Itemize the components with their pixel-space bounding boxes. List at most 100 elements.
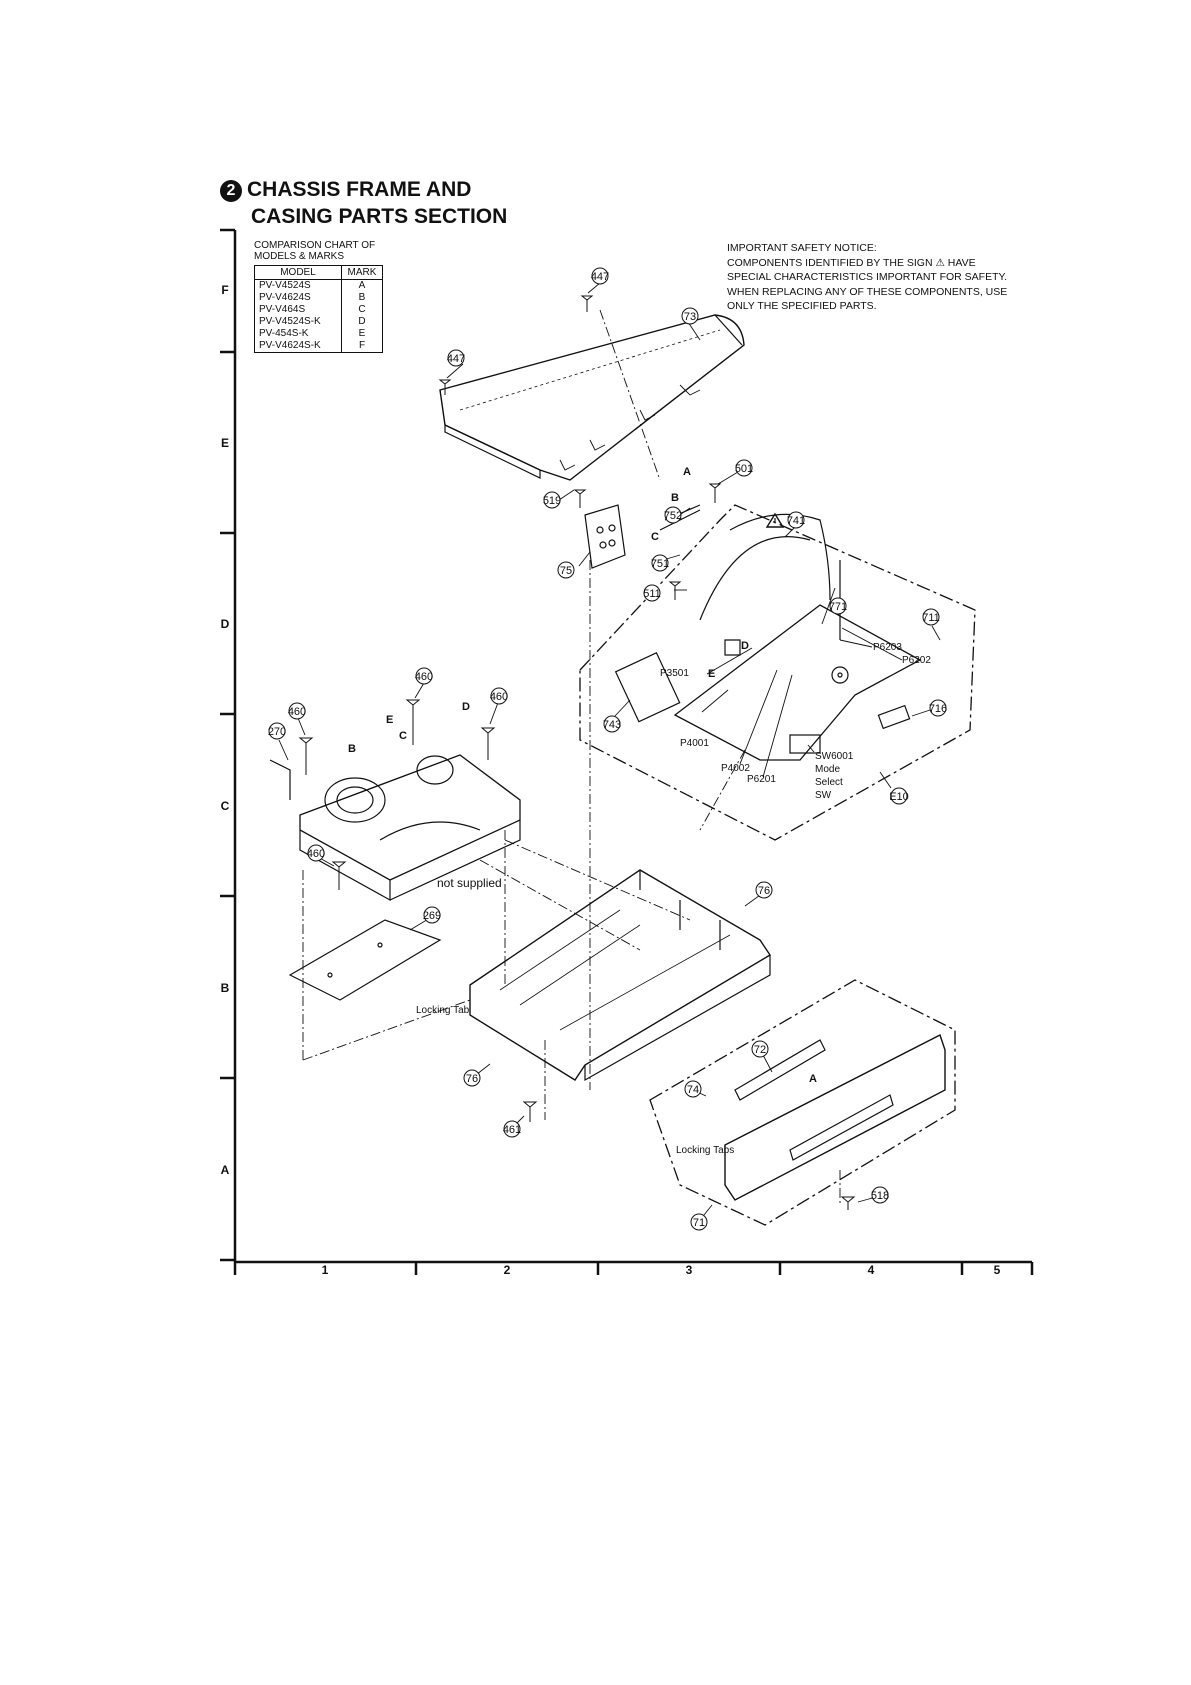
mark-label: B — [348, 743, 356, 755]
grid-column-label: 2 — [504, 1263, 511, 1277]
grid-frame — [220, 228, 1034, 1275]
main-board-outline — [579, 504, 976, 841]
part-callouts: 447 73 447 519 75 501 752 741 751 511 77… — [268, 267, 947, 1231]
part-callout: 270 — [268, 722, 286, 740]
part-callout: 73 — [681, 307, 699, 325]
mark-label: C — [399, 730, 407, 742]
grid-row-label: F — [221, 283, 228, 297]
mark-label: A — [683, 466, 691, 478]
part-callout: 269 — [423, 906, 441, 924]
top-cover-part — [439, 314, 745, 481]
part-callout: 461 — [503, 1120, 521, 1138]
switch-label: SW — [815, 790, 832, 801]
svg-text:711: 711 — [922, 612, 940, 624]
mark-cell: E — [341, 328, 383, 340]
svg-text:76: 76 — [758, 885, 770, 897]
screws — [298, 295, 856, 1210]
part-callout: 501 — [735, 459, 753, 477]
grid-row-label: D — [221, 617, 230, 631]
mark-cell: B — [341, 292, 383, 304]
front-panel-part — [724, 1034, 946, 1201]
model-cell: PV-V4524S — [254, 279, 342, 292]
comparison-heading-2: MODELS & MARKS — [254, 251, 345, 262]
mark-label: D — [741, 640, 749, 652]
svg-text:511: 511 — [643, 588, 661, 600]
svg-text:460: 460 — [490, 691, 508, 703]
mark-cell: C — [341, 304, 383, 316]
svg-text:71: 71 — [693, 1217, 705, 1229]
switch-label: Select — [815, 777, 843, 788]
part-callout: 460 — [288, 702, 306, 720]
grid-column-label: 5 — [994, 1263, 1001, 1277]
part-callout: 460 — [307, 844, 325, 862]
svg-text:72: 72 — [754, 1044, 766, 1056]
part-callout: 741 — [787, 511, 805, 529]
svg-text:75: 75 — [560, 565, 572, 577]
comparison-chart: COMPARISON CHART OF MODELS & MARKS MODEL… — [254, 240, 383, 353]
part-callout: 771 — [829, 597, 847, 615]
svg-text:501: 501 — [735, 463, 753, 475]
part-callout: E10 — [889, 787, 909, 805]
svg-text:76: 76 — [466, 1073, 478, 1085]
svg-text:716: 716 — [929, 703, 947, 715]
bracket-part — [584, 504, 626, 569]
svg-text:741: 741 — [787, 515, 805, 527]
locking-tabs-label: Locking Tabs — [676, 1145, 734, 1156]
mark-label: A — [809, 1073, 817, 1085]
grid-row-label: E — [221, 436, 229, 450]
mark-label: E — [708, 668, 715, 680]
svg-text:460: 460 — [307, 848, 325, 860]
part-callout: 460 — [490, 687, 508, 705]
warning-icon — [765, 512, 785, 528]
safety-notice-line: IMPORTANT SAFETY NOTICE: — [727, 242, 877, 254]
connector-label: P3501 — [660, 668, 689, 679]
grid-row-label: A — [221, 1163, 230, 1177]
part-callout: 75 — [557, 561, 575, 579]
connector-label: P6203 — [873, 642, 902, 653]
svg-text:74: 74 — [687, 1084, 699, 1096]
model-cell: PV-V4524S-K — [254, 316, 342, 328]
part-callout: 460 — [415, 667, 433, 685]
part-callout: 716 — [929, 699, 947, 717]
model-cell: PV-V464S — [254, 304, 342, 316]
title-line-2: CASING PARTS SECTION — [251, 205, 508, 228]
svg-text:447: 447 — [591, 271, 609, 283]
mark-label: B — [671, 492, 679, 504]
part-callout: 74 — [684, 1080, 702, 1098]
svg-text:E10: E10 — [889, 791, 909, 803]
svg-text:743: 743 — [603, 719, 621, 731]
switch-label: Mode — [815, 764, 840, 775]
main-board-part — [614, 504, 922, 761]
safety-notice-line: WHEN REPLACING ANY OF THESE COMPONENTS, … — [727, 285, 1008, 298]
part-callout: 76 — [463, 1069, 481, 1087]
mark-label: D — [462, 701, 470, 713]
svg-text:73: 73 — [684, 311, 696, 323]
grid-column-label: 3 — [686, 1263, 693, 1277]
safety-notice-line: SPECIAL CHARACTERISTICS IMPORTANT FOR SA… — [727, 271, 1008, 283]
part-callout: 511 — [643, 584, 661, 602]
connector-label: P6202 — [902, 655, 931, 666]
safety-notice: IMPORTANT SAFETY NOTICE: COMPONENTS IDEN… — [727, 241, 1042, 314]
grid-row-label: B — [221, 981, 230, 995]
part-callout: 711 — [922, 608, 940, 626]
model-cell: PV-V4624S-K — [254, 340, 342, 353]
locking-tab-label: Locking Tab — [416, 1005, 470, 1016]
diagram-labels: A B C D E B C D E A P3501 P4001 P4002 P6… — [348, 466, 931, 1156]
svg-text:460: 460 — [288, 706, 306, 718]
mark-cell: F — [341, 340, 383, 353]
part-callout: 518 — [871, 1186, 889, 1204]
grid-column-label: 4 — [868, 1263, 875, 1277]
mark-label: C — [651, 531, 659, 543]
safety-notice-line: ONLY THE SPECIFIED PARTS. — [727, 300, 877, 312]
not-supplied-label: not supplied — [437, 876, 502, 890]
mark-label: E — [386, 714, 393, 726]
assembly-guide-lines — [302, 309, 841, 1205]
